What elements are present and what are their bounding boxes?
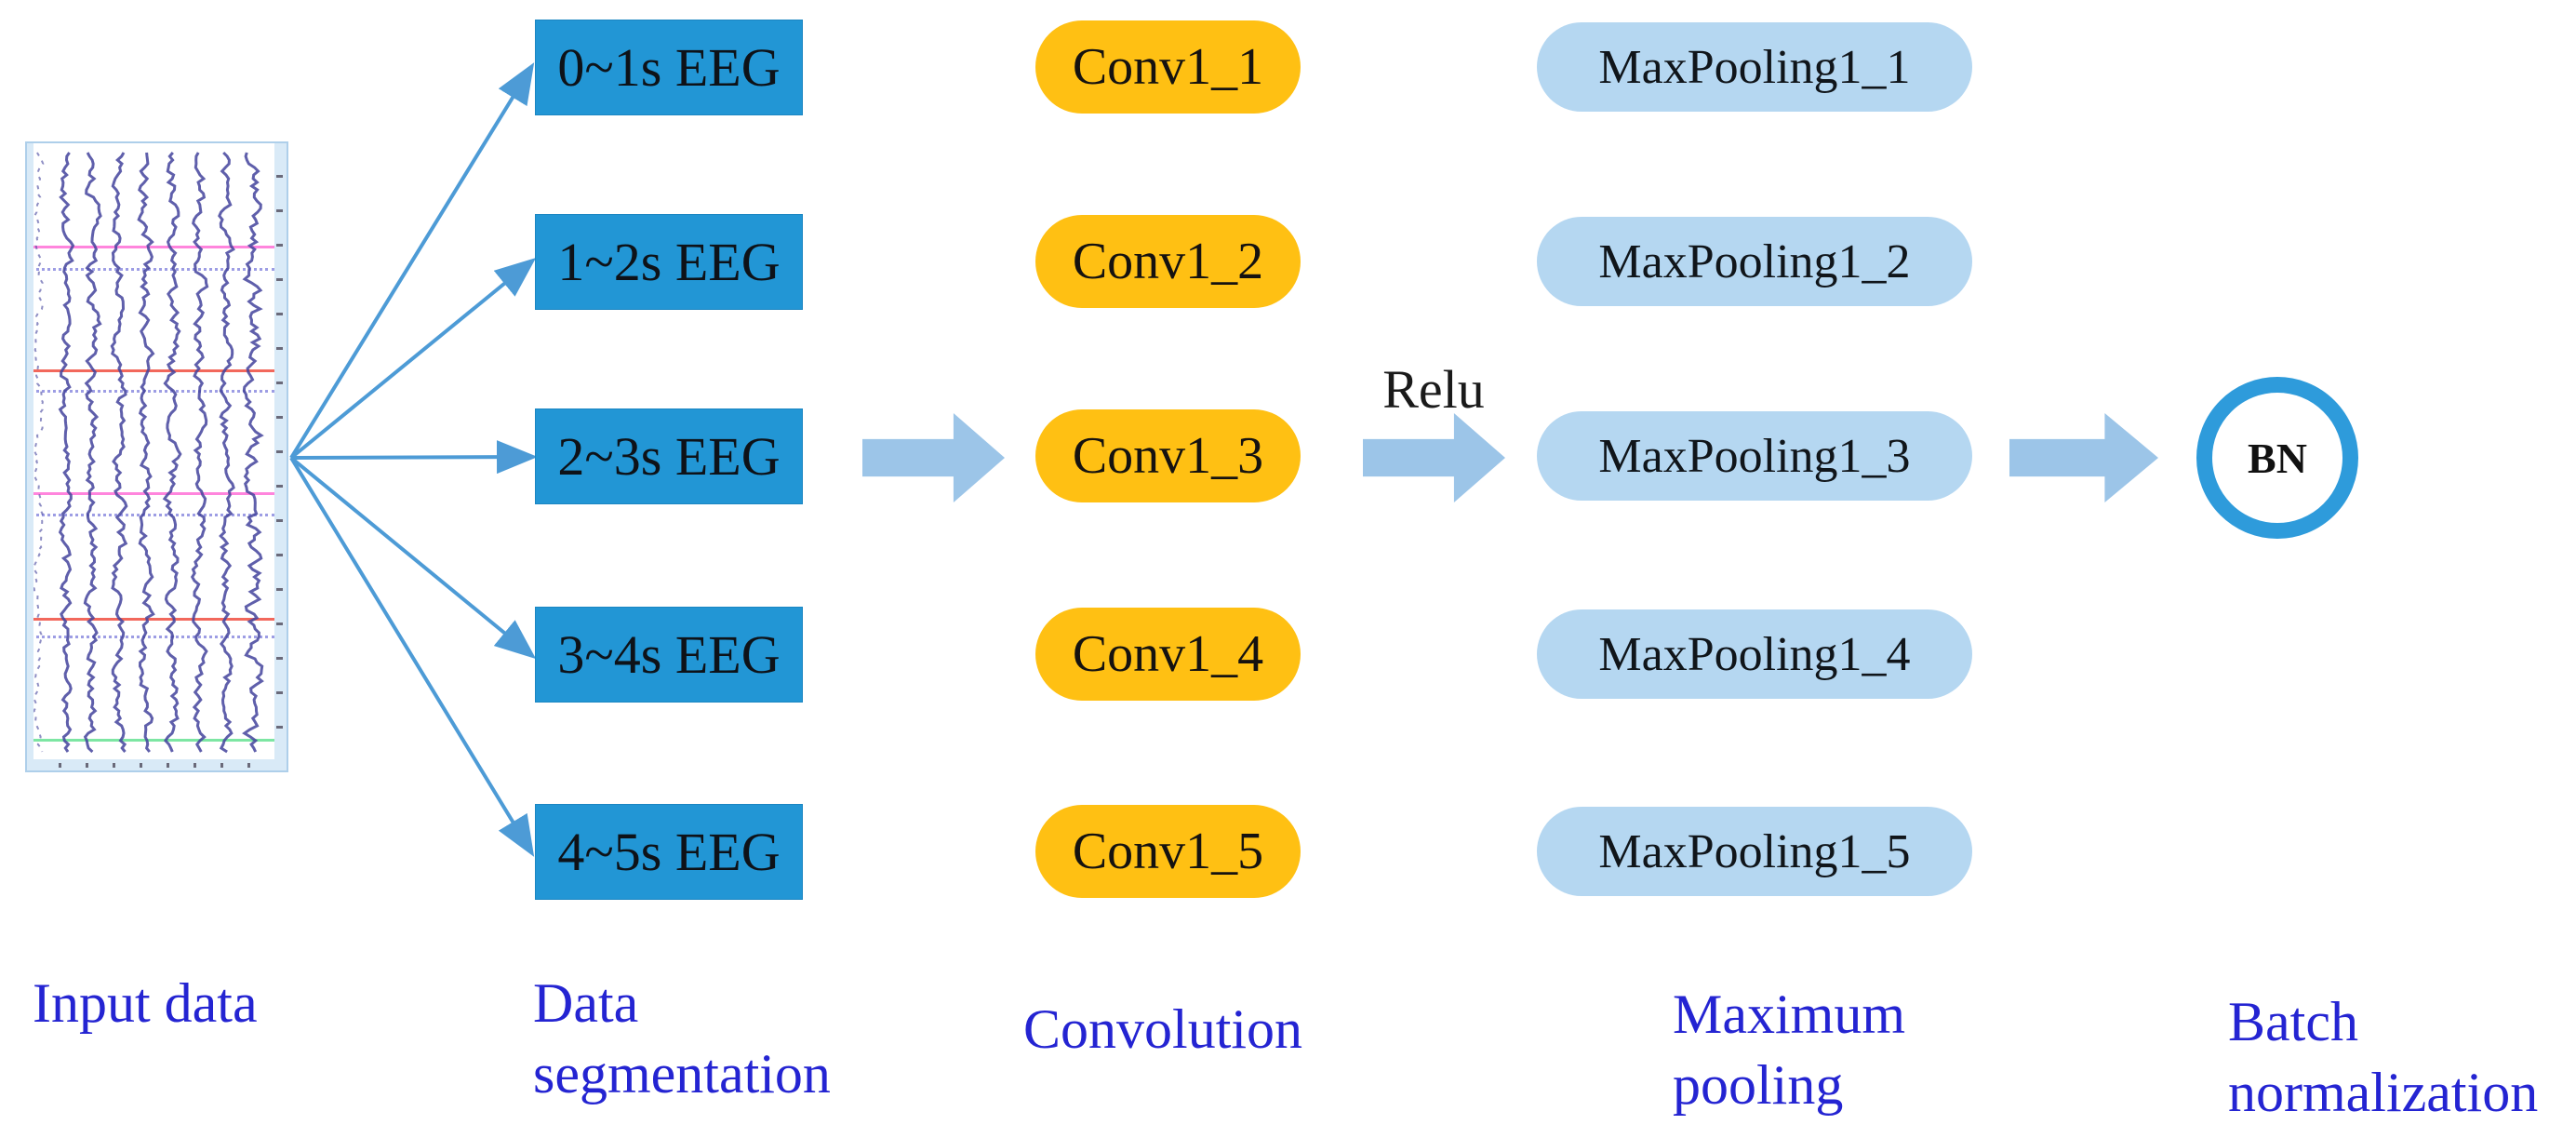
eeg-gridline (30, 268, 275, 272)
eeg-gridline (30, 369, 275, 373)
eeg-gridline (30, 514, 275, 517)
fan-arrow-2 (289, 257, 537, 460)
eeg-gridline (30, 636, 275, 639)
segment-box-3-4s: 3~4s EEG (535, 607, 803, 703)
stage-label-line: Maximum (1673, 984, 1905, 1045)
stage-label-maximum-pooling: Maximum pooling (1673, 979, 1905, 1120)
eeg-trace (218, 151, 235, 754)
eeg-gridline (30, 245, 275, 248)
eeg-bottom-axis (27, 759, 287, 770)
eeg-gridline (30, 617, 275, 621)
fan-arrow-4 (289, 456, 537, 660)
eeg-right-ticks (276, 143, 283, 770)
eeg-trace (33, 152, 45, 753)
stage-label-data-segmentation: Data segmentation (533, 968, 831, 1109)
flow-arrow-seg-to-conv (862, 413, 1005, 502)
eeg-trace (137, 152, 155, 753)
eeg-traces (33, 151, 264, 754)
stage-label-batch-normalization: Batch normalization (2228, 986, 2538, 1128)
stage-label-convolution: Convolution (1023, 998, 1303, 1060)
conv-node-2: Conv1_2 (1035, 215, 1301, 308)
eeg-input-panel (25, 141, 288, 772)
conv-node-1: Conv1_1 (1035, 20, 1301, 114)
eeg-trace (110, 152, 128, 753)
eeg-trace (58, 152, 75, 753)
segment-box-1-2s: 1~2s EEG (535, 214, 803, 310)
eeg-trace (242, 152, 264, 753)
eeg-gridline (30, 389, 275, 393)
fan-arrow-5 (289, 456, 535, 857)
eeg-trace (83, 152, 102, 754)
maxpool-node-2: MaxPooling1_2 (1537, 217, 1972, 306)
segment-box-0-1s: 0~1s EEG (535, 20, 803, 115)
fan-arrow-1 (289, 62, 535, 460)
stage-label-line: pooling (1673, 1054, 1844, 1116)
eeg-trace (162, 152, 182, 753)
segment-box-4-5s: 4~5s EEG (535, 804, 803, 900)
eeg-gridlines (30, 143, 275, 770)
stage-label-input-data: Input data (33, 972, 258, 1034)
fan-arrow-3 (290, 440, 538, 475)
eeg-left-axis (27, 143, 33, 770)
conv-node-3: Conv1_3 (1035, 409, 1301, 502)
stage-label-line: Batch (2228, 991, 2358, 1052)
maxpool-node-3: MaxPooling1_3 (1537, 411, 1972, 501)
relu-annotation: Relu (1382, 359, 1485, 420)
conv-node-4: Conv1_4 (1035, 608, 1301, 701)
eeg-trace (190, 152, 209, 753)
maxpool-node-4: MaxPooling1_4 (1537, 609, 1972, 699)
maxpool-node-5: MaxPooling1_5 (1537, 807, 1972, 896)
eeg-bottom-ticks (34, 763, 267, 768)
maxpool-node-1: MaxPooling1_1 (1537, 22, 1972, 112)
segment-box-2-3s: 2~3s EEG (535, 408, 803, 504)
stage-label-line: segmentation (533, 1043, 831, 1105)
conv-node-5: Conv1_5 (1035, 805, 1301, 898)
eeg-gridline (30, 739, 275, 743)
flow-arrow-pool-to-bn (2009, 413, 2158, 502)
flow-arrow-conv-to-pool (1363, 413, 1505, 502)
eeg-right-axis (274, 143, 287, 770)
stage-label-line: normalization (2228, 1062, 2539, 1123)
batch-norm-node: BN (2196, 377, 2358, 539)
eeg-gridline (30, 492, 275, 496)
stage-label-line: Data (533, 972, 639, 1034)
